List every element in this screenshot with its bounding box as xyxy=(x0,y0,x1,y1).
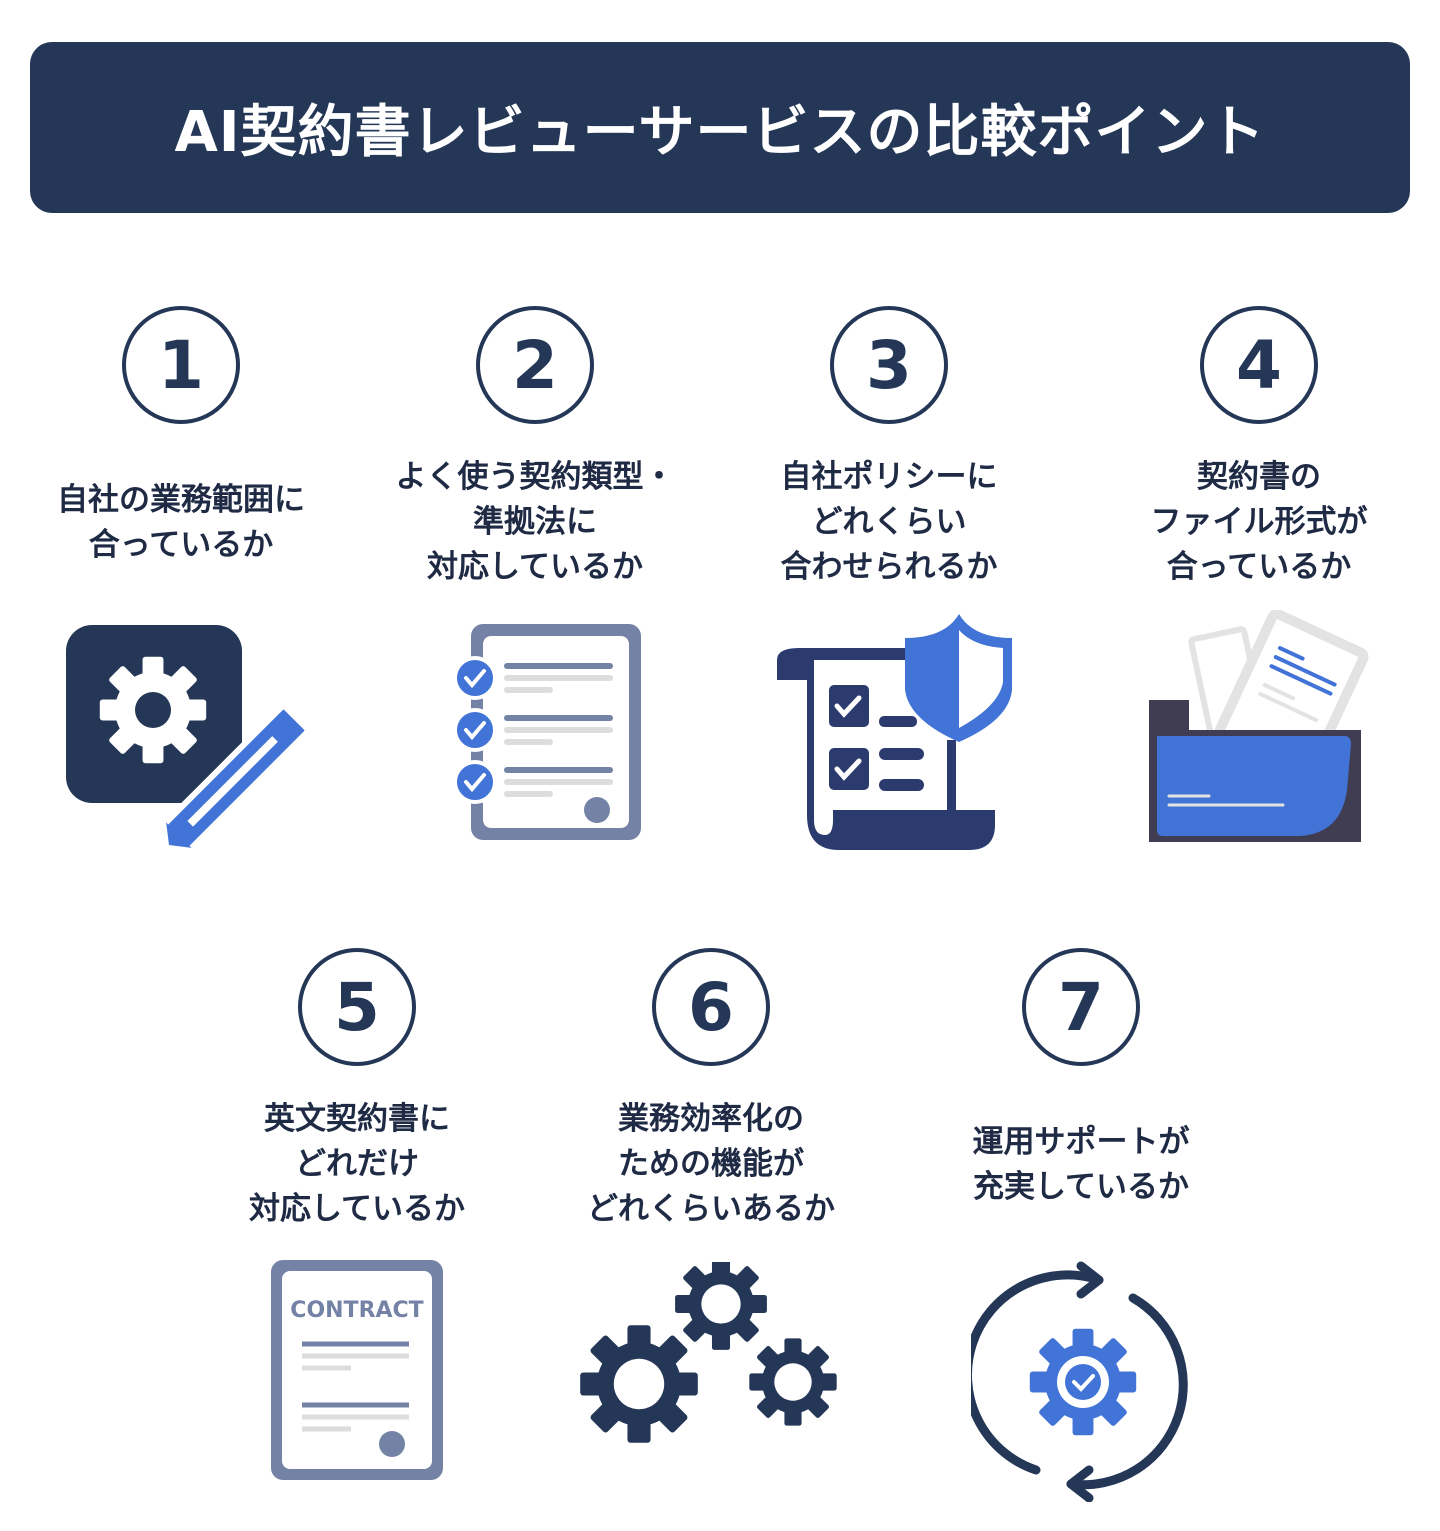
text-line: 自社ポリシーに xyxy=(780,459,998,495)
text-line: 自社の業務範囲に xyxy=(57,481,305,518)
contract-label: CONTRACT xyxy=(290,1298,423,1323)
contract-document-icon: CONTRACT xyxy=(271,1260,443,1480)
point-text: 運用サポートが 充実しているか xyxy=(973,1097,1190,1232)
point-6: 6 業務効率化の ための機能が どれくらいあるか xyxy=(501,948,921,1462)
text-line: 英文契約書に xyxy=(263,1101,450,1137)
text-line: どれだけ xyxy=(294,1146,419,1182)
point-3: 3 自社ポリシーに どれくらい 合わせられるか xyxy=(679,306,1099,860)
point-text: 自社の業務範囲に 合っているか xyxy=(57,455,305,590)
text-line: 対応しているか xyxy=(248,1191,466,1227)
point-2: 2 よく使う契約類型・ 準拠法に 対応しているか xyxy=(325,306,745,850)
point-text: 業務効率化の ための機能が どれくらいあるか xyxy=(587,1097,835,1232)
text-line: よく使う契約類型・ xyxy=(395,459,675,495)
point-text: よく使う契約類型・ 準拠法に 対応しているか xyxy=(396,455,675,590)
text-line: 合っているか xyxy=(1166,549,1352,585)
point-4: 4 契約書の ファイル形式が 合っているか xyxy=(1049,306,1440,860)
page-title: AI契約書レビューサービスの比較ポイント xyxy=(174,100,1266,165)
title-banner: AI契約書レビューサービスの比較ポイント xyxy=(30,42,1410,213)
point-7: 7 運用サポートが 充実しているか xyxy=(871,948,1291,1502)
refresh-gear-icon xyxy=(971,1261,1188,1502)
text-line: 契約書の xyxy=(1197,459,1321,495)
number-badge: 5 xyxy=(298,948,416,1066)
point-text: 英文契約書に どれだけ 対応しているか xyxy=(249,1097,465,1232)
point-1: 1 自社の業務範囲に 合っているか xyxy=(0,306,391,850)
text-line: 準拠法に xyxy=(473,504,597,540)
shield-scroll-icon xyxy=(777,614,1012,850)
checklist-document-icon xyxy=(453,624,641,840)
number-badge: 6 xyxy=(652,948,770,1066)
point-5: 5 英文契約書に どれだけ 対応しているか CONTRACT xyxy=(147,948,567,1482)
number-badge: 3 xyxy=(830,306,948,424)
folder-documents-icon xyxy=(1149,610,1369,842)
number-badge: 1 xyxy=(122,306,240,424)
point-text: 契約書の ファイル形式が 合っているか xyxy=(1151,455,1368,590)
number-badge: 4 xyxy=(1200,306,1318,424)
text-line: どれくらいあるか xyxy=(587,1191,835,1227)
number-badge: 7 xyxy=(1022,948,1140,1066)
text-line: ファイル形式が xyxy=(1150,504,1368,540)
text-line: 充実しているか xyxy=(972,1168,1190,1205)
number-badge: 2 xyxy=(476,306,594,424)
text-line: 運用サポートが xyxy=(972,1123,1190,1160)
text-line: 対応しているか xyxy=(426,549,644,585)
text-line: 業務効率化の xyxy=(618,1101,804,1137)
text-line: どれくらい xyxy=(811,504,967,540)
text-line: ための機能が xyxy=(618,1146,804,1182)
text-line: 合わせられるか xyxy=(780,549,998,585)
point-text: 自社ポリシーに どれくらい 合わせられるか xyxy=(781,455,998,590)
gear-pencil-icon xyxy=(66,625,311,850)
text-line: 合っているか xyxy=(88,526,274,563)
gears-icon xyxy=(580,1262,837,1443)
